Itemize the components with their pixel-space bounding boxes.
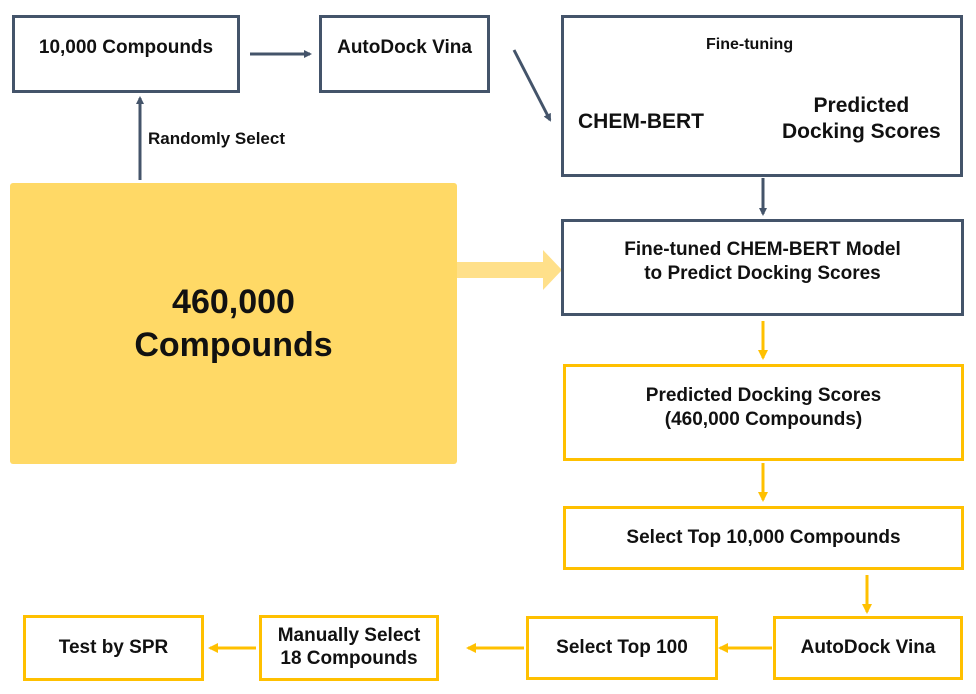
library-line2: Compounds	[134, 325, 333, 364]
chembert-label: CHEM-BERT	[578, 110, 704, 133]
node-autodock-bottom: AutoDock Vina	[773, 616, 963, 680]
arrow-to-finetune	[512, 49, 552, 122]
node-10000-compounds: 10,000 Compounds	[12, 15, 240, 93]
node-autodock-top: AutoDock Vina	[319, 15, 490, 93]
node-label: Select Top 100	[556, 637, 688, 659]
edge-label-random-select: Randomly Select	[148, 129, 285, 148]
node-select-top-100: Select Top 100	[526, 616, 718, 680]
predicted-scores-line1: Predicted Docking Scores	[645, 384, 882, 406]
library-line1: 460,000	[172, 283, 295, 321]
predicted-scores-line2: (460,000 Compounds)	[664, 408, 863, 430]
node-manual-select: Manually Select 18 Compounds	[259, 615, 439, 681]
finetuned-line1: Fine-tuned CHEM-BERT Model	[624, 238, 901, 260]
finetuning-label: Fine-tuning	[706, 36, 794, 53]
node-label: AutoDock Vina	[337, 37, 472, 58]
node-predicted-scores: Predicted Docking Scores (460,000 Compou…	[563, 364, 964, 461]
node-label: Test by SPR	[58, 637, 169, 659]
node-test-spr: Test by SPR	[23, 615, 204, 681]
manual-line1: Manually Select	[277, 625, 421, 647]
node-finetuned-model: Fine-tuned CHEM-BERT Model to Predict Do…	[561, 219, 964, 316]
finetuned-line2: to Predict Docking Scores	[644, 262, 881, 284]
predicted-line2: Docking Scores	[782, 119, 941, 143]
node-select-top-10000: Select Top 10,000 Compounds	[563, 506, 964, 570]
predicted-line1: Predicted	[813, 94, 910, 117]
node-460000-compounds: 460,000 Compounds	[10, 183, 457, 464]
node-finetune-chembert	[561, 15, 963, 177]
manual-line2: 18 Compounds	[280, 648, 418, 669]
node-label: 10,000 Compounds	[38, 37, 214, 58]
big-arrow	[456, 250, 562, 290]
node-label: AutoDock Vina	[800, 637, 936, 659]
predicted-scores-label: Predicted Docking Scores	[782, 93, 941, 144]
node-label: Select Top 10,000 Compounds	[626, 527, 901, 549]
